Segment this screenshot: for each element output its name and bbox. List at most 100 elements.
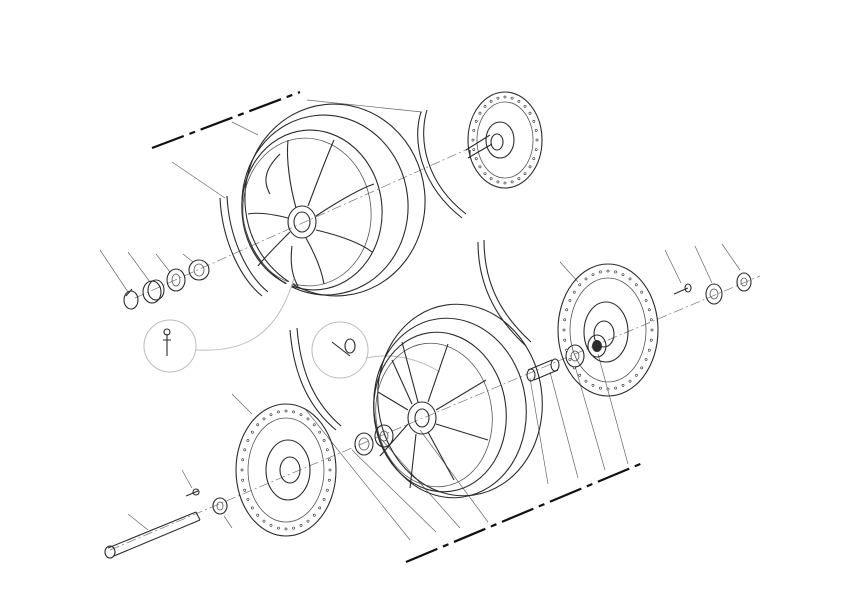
disc-drill-hole xyxy=(241,458,245,462)
disc-drill-hole xyxy=(327,478,331,482)
front-group-frame-line xyxy=(405,460,646,564)
disc-drill-hole xyxy=(318,506,322,510)
disc-drill-hole xyxy=(599,270,602,274)
disc-drill-hole xyxy=(256,423,260,427)
disc-drill-hole xyxy=(250,430,254,434)
rear-wheel-spokes xyxy=(247,139,375,287)
disc-drill-hole xyxy=(517,99,521,103)
front-wheel-axis xyxy=(109,275,761,551)
disc-drill-hole xyxy=(640,290,644,294)
disc-drill-hole xyxy=(284,527,288,531)
disc-drill-hole xyxy=(489,177,493,181)
rear-group-frame-line xyxy=(151,90,301,150)
disc-drill-hole xyxy=(572,366,576,370)
valve-callout-left xyxy=(143,277,295,373)
disc-drill-hole xyxy=(471,138,475,142)
disc-drill-hole xyxy=(276,410,280,414)
front-tyre-strip xyxy=(477,241,527,347)
disc-drill-hole xyxy=(523,105,527,108)
disc-drill-hole xyxy=(262,519,266,523)
disc-drill-hole xyxy=(565,308,569,312)
disc-drill-hole xyxy=(327,458,331,462)
disc-drill-hole xyxy=(299,413,303,417)
disc-drill-hole xyxy=(650,328,654,332)
disc-drill-hole xyxy=(634,373,638,377)
disc-drill-hole xyxy=(510,180,514,184)
disc-drill-hole xyxy=(535,138,539,142)
front-wheel-spokes xyxy=(377,341,489,489)
disc-drill-hole xyxy=(474,157,478,161)
disc-drill-hole xyxy=(647,308,651,312)
disc-drill-hole xyxy=(496,180,500,184)
disc-drill-hole xyxy=(649,338,653,342)
disc-drill-hole xyxy=(640,366,644,370)
disc-drill-hole xyxy=(322,439,326,442)
front-wheel xyxy=(373,303,543,499)
disc-drill-hole xyxy=(312,423,316,427)
disc-drill-hole xyxy=(472,128,476,132)
disc-drill-hole xyxy=(503,181,507,185)
disc-drill-hole xyxy=(621,273,625,277)
rear-axle-parts xyxy=(123,259,210,310)
disc-drill-hole xyxy=(606,387,610,391)
front-left-brake-disc xyxy=(235,403,337,537)
disc-drill-hole xyxy=(325,488,329,492)
disc-drill-hole xyxy=(250,506,254,510)
disc-drill-hole xyxy=(269,413,273,417)
disc-drill-hole xyxy=(528,165,532,169)
disc-drill-hole xyxy=(647,348,651,352)
disc-drill-hole xyxy=(621,383,625,387)
disc-drill-hole xyxy=(563,318,567,322)
disc-drill-hole xyxy=(322,498,326,501)
disc-drill-hole xyxy=(483,105,487,108)
disc-drill-hole xyxy=(328,468,332,472)
disc-drill-hole xyxy=(584,277,588,281)
disc-drill-hole xyxy=(532,119,536,123)
disc-drill-hole xyxy=(276,526,280,530)
disc-drill-hole xyxy=(628,379,632,383)
disc-drill-hole xyxy=(478,111,482,115)
disc-drill-hole xyxy=(243,448,247,452)
disc-drill-hole xyxy=(489,99,493,103)
disc-drill-hole xyxy=(299,524,303,527)
disc-drill-hole xyxy=(578,283,582,287)
disc-drill-hole xyxy=(318,430,322,434)
disc-drill-hole xyxy=(628,277,632,281)
disc-drill-hole xyxy=(591,383,595,387)
disc-drill-hole xyxy=(483,172,487,176)
disc-drill-hole xyxy=(292,410,296,414)
disc-drill-hole xyxy=(306,519,310,523)
disc-drill-hole xyxy=(472,148,476,152)
front-bearings xyxy=(354,334,607,456)
rear-rim-strip xyxy=(219,197,263,297)
disc-drill-hole xyxy=(478,165,482,169)
disc-drill-hole xyxy=(584,379,588,383)
disc-drill-hole xyxy=(563,338,567,342)
disc-drill-hole xyxy=(496,96,500,100)
disc-drill-hole xyxy=(240,468,244,472)
disc-drill-hole xyxy=(503,95,507,99)
front-axle xyxy=(104,488,228,559)
disc-drill-hole xyxy=(614,270,618,274)
disc-drill-hole xyxy=(634,283,638,287)
disc-drill-hole xyxy=(246,498,250,501)
disc-drill-hole xyxy=(534,128,538,132)
disc-drill-hole xyxy=(510,96,514,100)
disc-drill-hole xyxy=(568,358,572,361)
disc-drill-hole xyxy=(599,386,602,390)
disc-drill-hole xyxy=(614,386,618,390)
disc-drill-hole xyxy=(243,488,247,492)
disc-drill-hole xyxy=(284,409,288,413)
rear-brake-disc xyxy=(465,91,543,189)
rear-tyre-strip xyxy=(417,111,463,219)
front-rim-strip xyxy=(289,329,337,431)
disc-drill-hole xyxy=(256,513,260,517)
disc-drill-hole xyxy=(649,318,653,322)
disc-drill-hole xyxy=(562,328,566,332)
disc-drill-hole xyxy=(325,448,329,452)
rear-wheel xyxy=(241,103,426,297)
front-right-brake-disc xyxy=(557,263,659,397)
disc-drill-hole xyxy=(532,157,536,161)
